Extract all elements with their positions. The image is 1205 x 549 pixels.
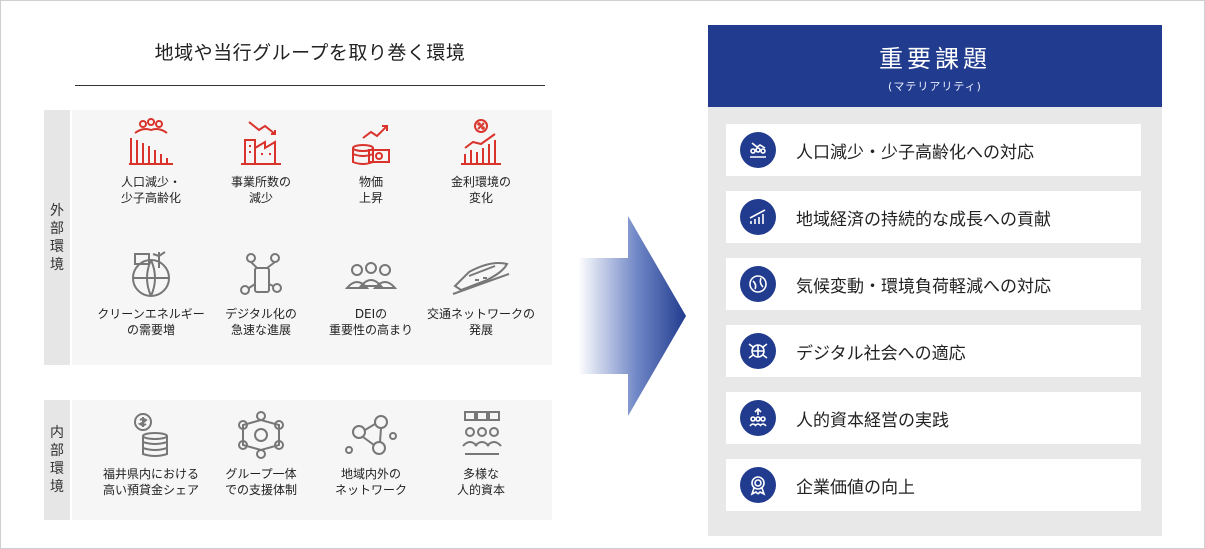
group-network-icon [238,411,284,459]
external-label-char: 外 [50,202,64,219]
materiality-item: 企業価値の向上 [726,459,1141,511]
materiality-item-label: 気候変動・環境負荷軽減への対応 [796,276,1051,297]
clean-energy-icon [132,251,170,297]
price-rise-icon [352,125,390,165]
internal-item-label: 多様な 人的資本 [456,467,505,497]
materiality-item: 気候変動・環境負荷軽減への対応 [726,258,1141,310]
external-item: 交通ネットワークの 発展 [426,250,536,338]
external-item-label: 事業所数の 減少 [230,175,291,205]
population-decline-icon [129,118,173,165]
globe-leaf-icon [740,266,776,302]
external-item-label: 金利環境の 変化 [450,175,511,205]
external-item-label: 物価 上昇 [358,175,383,205]
external-label-char: 環 [50,238,64,255]
external-item-label: 交通ネットワークの 発展 [426,307,535,337]
environment-title: 地域や当行グループを取り巻く環境 [154,42,466,64]
internal-label-char: 内 [50,425,64,441]
internal-item: 福井県内における 高い預貸金シェア [96,410,206,498]
external-item: DEIの 重要性の高まり [316,250,426,338]
internal-label-char: 部 [50,443,64,459]
internal-item: グループ一体 での支援体制 [206,410,316,498]
external-environment-label: 外 部 環 境 [44,110,70,365]
external-item: デジタル化の 急速な進展 [206,250,316,338]
internal-label-char: 境 [50,479,64,495]
materiality-item-label: デジタル社会への適応 [796,343,966,364]
award-badge-icon [740,467,776,503]
materiality-item: 地域経済の持続的な成長への貢献 [726,191,1141,243]
coins-icon [134,413,168,457]
materiality-item: 人口減少・少子高齢化への対応 [726,124,1141,176]
shinkansen-icon [452,262,510,295]
internal-item: 多様な 人的資本 [426,410,536,498]
external-item: クリーンエネルギー の需要増 [96,250,206,338]
external-item-label: 人口減少・ 少子高齢化 [120,175,181,205]
materiality-item-label: 人口減少・少子高齢化への対応 [796,142,1034,163]
growth-chart-icon [740,199,776,235]
materiality-header: 重要課題 (マテリアリティ) [708,25,1162,107]
materiality-item-label: 人的資本経営の実践 [796,410,949,431]
internal-label-char: 環 [50,461,64,477]
title-divider [75,85,545,86]
external-label-char: 境 [50,256,64,273]
diverse-people-icon [462,411,502,455]
materiality-item-label: 企業価値の向上 [796,477,915,498]
internal-environment-label: 内 部 環 境 [44,400,70,520]
materiality-subtitle: (マテリアリティ) [888,80,982,93]
materiality-item: 人的資本経営の実践 [726,392,1141,444]
external-item-label: クリーンエネルギー の需要増 [97,307,205,337]
interest-rate-icon [461,119,501,165]
external-item: 物価 上昇 [316,118,426,206]
internal-item-label: 福井県内における 高い預貸金シェア [102,467,199,497]
digital-globe-icon [740,333,776,369]
internal-item: 地域内外の ネットワーク [316,410,426,498]
materiality-title: 重要課題 [879,45,991,73]
external-item: 事業所数の 減少 [206,118,316,206]
materiality-item-label: 地域経済の持続的な成長への貢献 [796,209,1051,230]
external-item: 人口減少・ 少子高齢化 [96,118,206,206]
external-label-char: 部 [50,220,64,237]
external-item-label: デジタル化の 急速な進展 [225,307,297,337]
digital-icon [240,253,282,295]
people-down-icon [740,132,776,168]
internal-item-label: 地域内外の ネットワーク [334,467,407,497]
materiality-item: デジタル社会への適応 [726,325,1141,377]
external-item: 金利環境の 変化 [426,118,536,206]
internal-item-label: グループ一体 での支援体制 [224,467,297,497]
flow-arrow-icon [578,216,686,416]
dei-icon [344,262,398,289]
human-capital-icon [740,400,776,436]
regional-network-icon [345,415,397,455]
factory-decline-icon [241,121,281,165]
external-item-label: DEIの 重要性の高まり [328,307,413,337]
